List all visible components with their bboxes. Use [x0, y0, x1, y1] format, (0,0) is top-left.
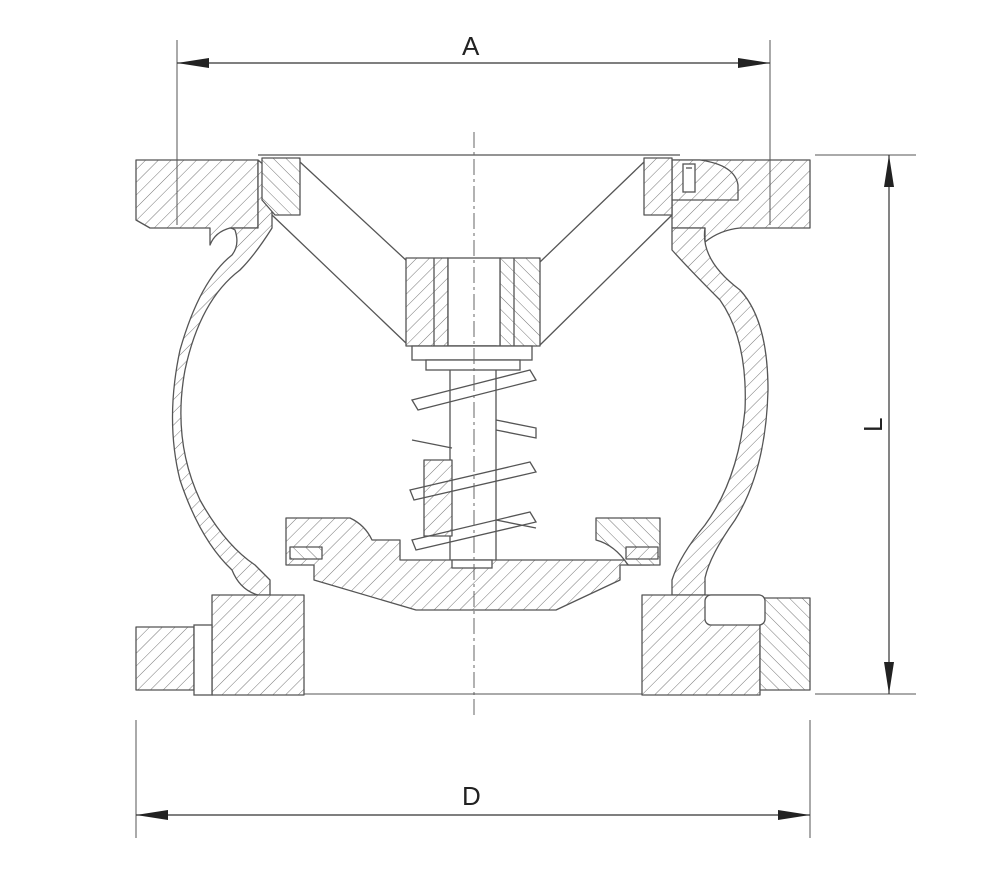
dimension-label-a: A: [462, 31, 480, 61]
dimension-d: D: [135, 693, 811, 838]
valve-disc: [285, 517, 661, 611]
set-screw-icon: [682, 163, 696, 193]
dimension-label-l: L: [858, 418, 888, 432]
valve-body-right: [641, 159, 811, 696]
dimension-label-d: D: [462, 781, 481, 811]
valve-body-left: [135, 159, 305, 696]
dimension-l: L: [815, 154, 916, 695]
seat-ring: [258, 154, 696, 216]
guide-bushing: [405, 257, 541, 347]
spring: [409, 369, 538, 551]
dimension-a: A: [176, 31, 771, 225]
conical-guide: [271, 161, 673, 346]
